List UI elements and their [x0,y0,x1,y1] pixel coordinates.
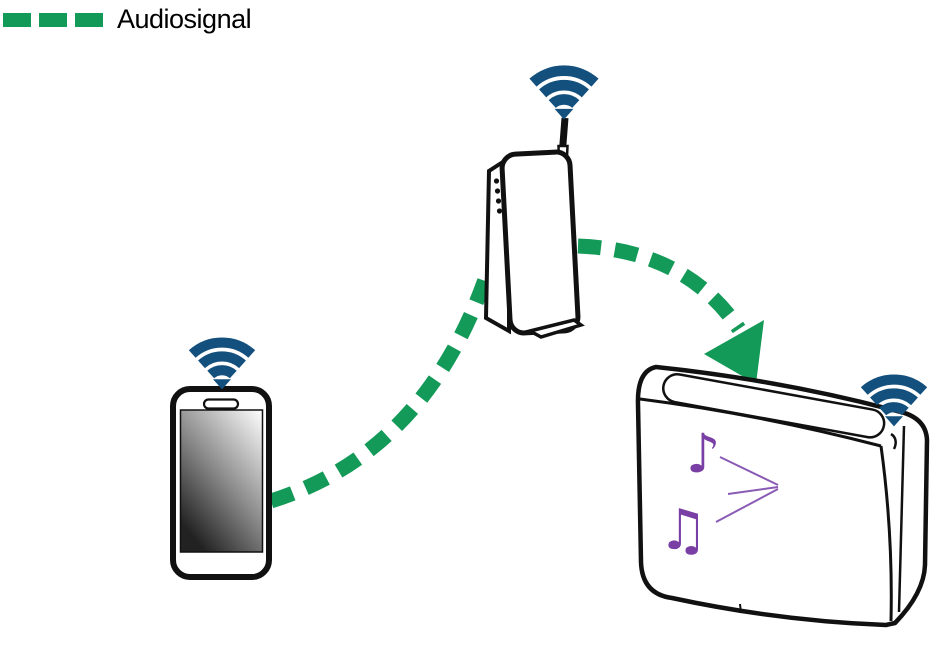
legend: Audiosignal [3,4,252,34]
speaker-body [635,364,930,628]
router-front-panel [499,149,581,336]
legend-dash-swatch [39,12,67,27]
smartphone-icon [170,343,272,580]
wireless-router-icon [483,71,595,339]
audio-signal-router-to-speaker [577,238,764,384]
sound-rays-icon [715,456,779,523]
audio-signal-phone-to-router [268,265,497,509]
router-stand [525,318,585,339]
arrowhead-icon [704,320,764,384]
router-led [494,188,501,194]
router-led [493,178,500,184]
legend-dash-swatch [75,12,103,27]
music-note-icon: ♫ [658,498,708,563]
speaker-corner-notch [890,432,897,450]
wireless-speaker-icon: ♪ ♫ [635,364,930,628]
speaker-side-edge [897,425,906,613]
router-led [495,198,502,204]
wifi-icon [192,343,252,390]
speaker-top-panel [662,373,886,439]
speaker-front-edge [879,445,893,622]
wifi-icon [533,71,595,120]
smartphone-screen [179,409,264,553]
music-note-icon: ♪ [686,422,720,485]
router-antenna [559,117,569,151]
legend-label: Audiosignal [117,4,252,34]
router-led [496,208,503,214]
speaker-bottom-mark [739,603,742,614]
smartphone-earpiece [202,398,240,410]
legend-dash-swatch [3,12,31,27]
